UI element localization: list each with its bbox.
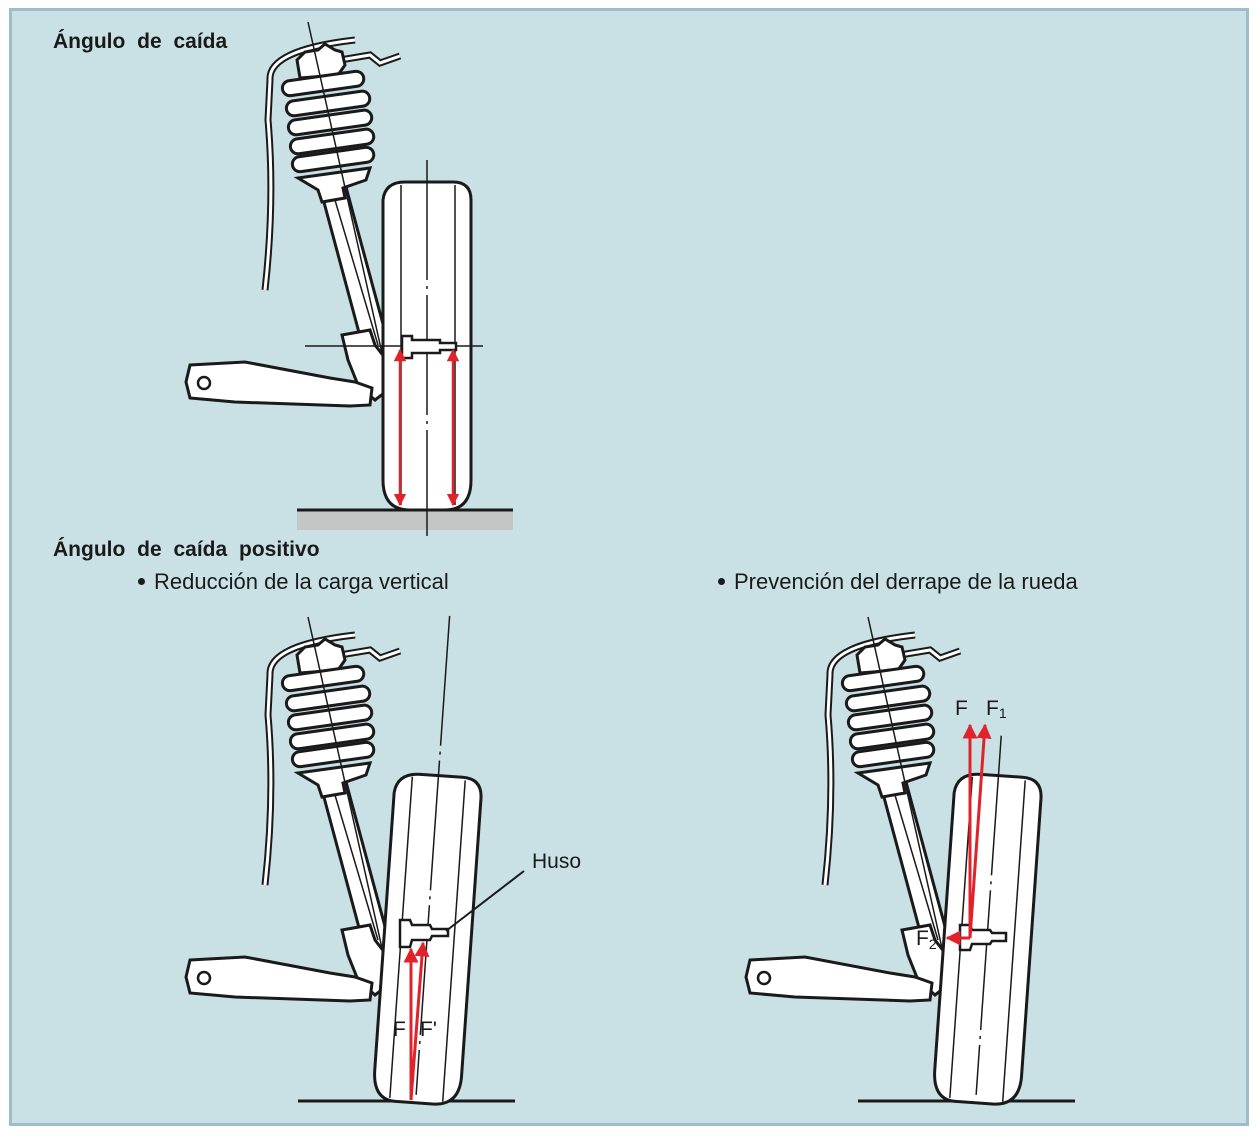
positive-camber-load-diagram: Huso F F' — [0, 595, 581, 1106]
huso-leader-line — [445, 870, 525, 932]
suspension-strut — [186, 617, 400, 1001]
bullet-vertical-load: Reducción de la carga vertical — [138, 569, 449, 595]
label-f2-main: F — [916, 927, 929, 950]
spindle — [398, 918, 450, 949]
label-f2-sub: 2 — [929, 936, 937, 952]
ground-surface — [297, 510, 513, 530]
wheel — [933, 735, 1043, 1106]
label-f: F — [955, 697, 968, 720]
suspension-strut — [186, 22, 400, 406]
positive-camber-skid-diagram: F F1 F2 — [560, 595, 1075, 1106]
bullet-dot-icon — [718, 577, 725, 585]
bullet-vertical-load-text: Reducción de la carga vertical — [154, 569, 449, 594]
label-f2: F2 — [916, 927, 937, 952]
bullet-wheel-skid-text: Prevención del derrape de la rueda — [734, 569, 1078, 594]
label-f1-sub: 1 — [999, 705, 1007, 721]
force-arrow-f1 — [968, 723, 992, 939]
bullet-dot-icon — [138, 577, 145, 585]
label-f1-main: F — [986, 697, 999, 720]
title-camber-angle: Ángulo de caída — [53, 30, 228, 53]
force-arrow-f-prime — [409, 941, 430, 1101]
diagram-panel — [9, 8, 1249, 1126]
camber-diagram — [0, 0, 513, 536]
label-f1: F1 — [986, 697, 1007, 721]
label-huso: Huso — [532, 850, 581, 873]
label-f: F — [393, 1018, 406, 1041]
title-positive-camber: Ángulo de caída positivo — [53, 538, 320, 561]
label-f-prime: F' — [420, 1018, 437, 1041]
bullet-wheel-skid: Prevención del derrape de la rueda — [718, 569, 1078, 595]
